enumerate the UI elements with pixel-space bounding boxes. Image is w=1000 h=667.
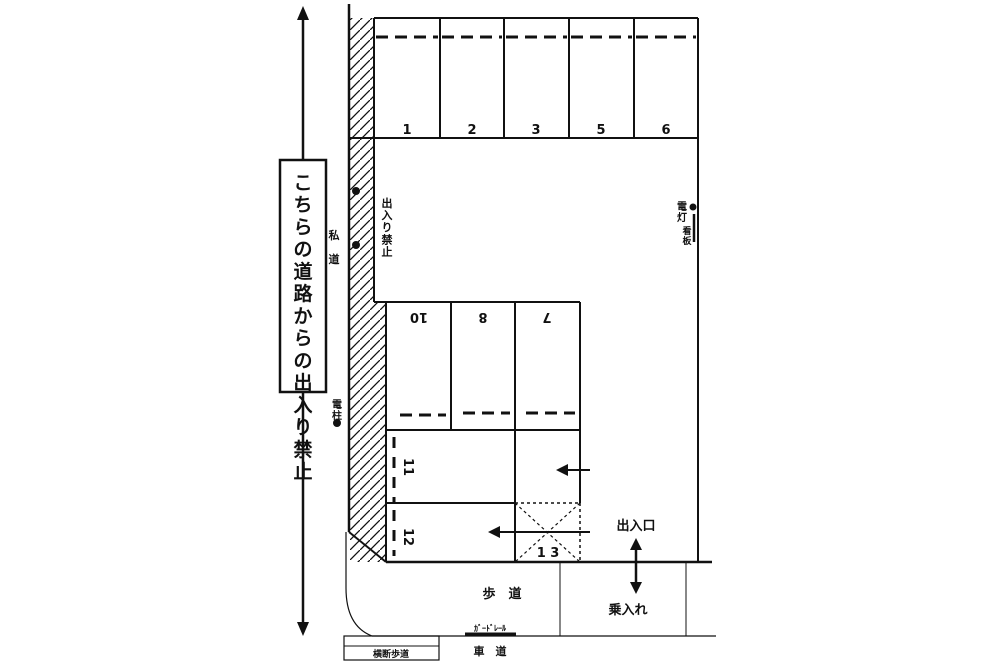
vertical-char: 灯 [677, 211, 687, 224]
vertical-char: 出 [293, 371, 312, 394]
vertical-char: 電 [677, 201, 687, 213]
light-dot-icon [689, 203, 697, 211]
middle-parking-block [386, 301, 581, 431]
vertical-double-arrow [297, 6, 309, 636]
entrance-arrow-up-icon [630, 538, 642, 550]
vertical-char: 入 [382, 209, 393, 222]
crosswalk-label: 横断歩道 [373, 648, 409, 660]
space-number: 1 [402, 123, 411, 138]
flow-arrow-lower [488, 526, 590, 538]
guardrail: ｶﾞｰﾄﾞﾚｰﾙ [465, 623, 516, 636]
left-wall [347, 4, 387, 563]
entrance-arrow-down-icon [630, 582, 642, 594]
sidewalk-label: 歩 道 [482, 586, 521, 602]
flow-arrow-upper [556, 464, 590, 476]
roadway-label: 車 道 [474, 644, 507, 658]
top-space-numbers: 1 2 3 5 6 [402, 123, 670, 138]
vertical-char: ち [293, 194, 312, 216]
vertical-char: 止 [382, 244, 393, 258]
vertical-char: か [293, 305, 312, 327]
vertical-char: 道 [293, 260, 312, 283]
space-number: 10 [410, 309, 428, 324]
vertical-char: 禁 [293, 438, 312, 461]
no-entry-warning: こちらの道路からの出入り禁止 [278, 158, 328, 483]
vertical-char: 板 [682, 235, 692, 247]
vertical-char: の [293, 239, 312, 261]
space-number: 6 [661, 123, 670, 138]
crosswalk: 横断歩道 [343, 635, 440, 661]
vertical-char: り [382, 221, 393, 234]
vertical-char: 禁 [382, 232, 393, 246]
vertical-char: 路 [293, 282, 313, 305]
vertical-char: 私 [329, 228, 340, 242]
vertical-char: こ [293, 172, 312, 194]
wall-post-dot-icon [352, 241, 360, 249]
vertical-char: り [293, 417, 312, 439]
space-number: 8 [478, 309, 487, 324]
space-number: 7 [542, 309, 551, 324]
space-number: 3 [531, 123, 540, 138]
vertical-char: 柱 [332, 409, 342, 422]
entrance-label: 出入口 [616, 518, 655, 534]
boarding-label: 乗入れ [607, 602, 647, 618]
reserved-space-number: 1 3 [537, 546, 560, 561]
guardrail-label: ｶﾞｰﾄﾞﾚｰﾙ [474, 623, 507, 633]
vertical-char: ら [293, 216, 312, 238]
vertical-char: 止 [293, 461, 312, 483]
vertical-char: 道 [329, 252, 340, 266]
utility-pole-dot-icon [333, 419, 341, 427]
warning-text: こちらの道路からの出入り禁止 [293, 172, 313, 483]
entrance: 出入口 [616, 518, 656, 594]
vertical-char: の [293, 350, 312, 372]
side-space-numbers: 11 12 [400, 458, 415, 546]
top-parking-row [349, 17, 698, 139]
utility-pole: 電柱 [332, 399, 342, 427]
space-number: 2 [467, 123, 476, 138]
vertical-char: 看 [682, 225, 691, 237]
space-number: 11 [400, 458, 415, 476]
vertical-char: ら [293, 328, 312, 350]
vertical-char: 出 [382, 196, 393, 210]
signboard-label: 看板 [682, 225, 692, 247]
wall-post-dot-icon [352, 187, 360, 195]
space-number: 12 [400, 528, 415, 546]
utility-pole-label: 電柱 [332, 399, 342, 422]
private-road-label: 私道 [329, 228, 340, 266]
no-entry-label: 出入り禁止 [382, 196, 393, 258]
vertical-char: 電 [332, 399, 342, 411]
space-number: 5 [596, 123, 605, 138]
light-label: 電灯 [677, 201, 687, 224]
middle-space-numbers: 10 8 7 [410, 309, 552, 324]
vertical-char: 入 [293, 394, 312, 416]
light-signboard: 電灯 看板 [677, 201, 697, 247]
